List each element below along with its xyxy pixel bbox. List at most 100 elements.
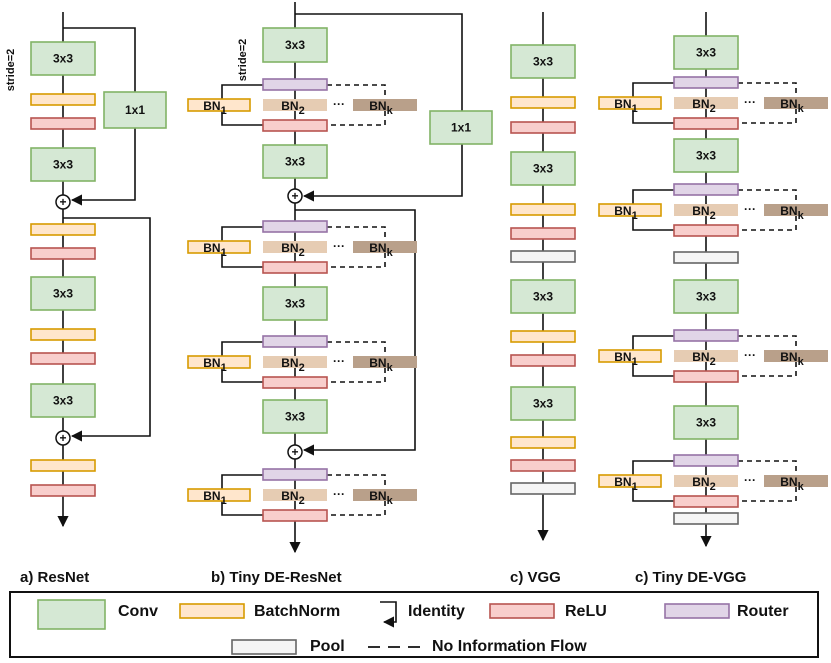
- tiny-resnet-conv-2-label: 3x3: [285, 155, 305, 169]
- tiny-resnet-add-2-sign: +: [291, 445, 298, 459]
- tiny-resnet-group-2-noflow-in: [327, 226, 386, 241]
- tiny-resnet-group-4-bn1-label: BN1: [203, 489, 226, 507]
- legend-relu-swatch: [489, 603, 555, 619]
- tiny-resnet-group-3-bnk-label: BNk: [369, 356, 393, 374]
- tiny-resnet-group-3-route-out: [221, 368, 263, 383]
- resnet-relu-4: [30, 484, 96, 497]
- resnet-bn-3: [30, 328, 96, 341]
- resnet-conv-1-label: 3x3: [53, 52, 73, 66]
- tiny-resnet-group-4-dots: ···: [333, 487, 345, 501]
- vgg-relu-4: [510, 459, 576, 472]
- tiny-resnet-group-2-bnk-label: BNk: [369, 241, 393, 259]
- legend-router-label: Router: [737, 603, 789, 620]
- tiny-resnet-group-2-bn1-label: BN1: [203, 241, 226, 259]
- vgg-bn-4: [510, 436, 576, 449]
- tiny-vgg-group-2-noflow-out: [738, 216, 797, 231]
- tiny-resnet-group-3-relu: [262, 376, 328, 389]
- resnet-add-2-sign: +: [59, 431, 66, 445]
- tiny-vgg-group-3-dots: ···: [744, 348, 756, 362]
- tiny-vgg-group-1-bn1-label: BN1: [614, 97, 637, 115]
- vgg-relu-1: [510, 121, 576, 134]
- tiny-resnet-group-1-dots: ···: [333, 97, 345, 111]
- tiny-vgg-group-1-route-in: [632, 82, 674, 97]
- tiny-vgg-group-1-bn1: [598, 96, 662, 110]
- caption-vgg: c) VGG: [510, 569, 561, 586]
- tiny-resnet-group-1-bnk-label: BNk: [369, 99, 393, 117]
- legend-no-flow-label: No Information Flow: [432, 638, 587, 655]
- tiny-resnet-group-1-bn2: [263, 99, 327, 111]
- tiny-vgg-pool-2: [673, 512, 739, 525]
- caption-tiny-de-resnet: b) Tiny DE-ResNet: [211, 569, 342, 586]
- tiny-resnet-group-1-bnk: [353, 99, 417, 111]
- tiny-vgg-conv-4: [673, 405, 739, 440]
- tiny-vgg-group-3-noflow-out: [738, 362, 797, 377]
- tiny-vgg-group-2-relu: [673, 224, 739, 237]
- tiny-resnet-group-1-bn1-label: BN1: [203, 99, 226, 117]
- tiny-resnet-conv-1-label: 3x3: [285, 38, 305, 52]
- tiny-vgg-group-4-bnk-label: BNk: [780, 475, 804, 493]
- tiny-resnet-group-4-router: [262, 468, 328, 481]
- resnet-relu-2: [30, 247, 96, 260]
- tiny-resnet-conv-4-label: 3x3: [285, 410, 305, 424]
- tiny-resnet-group-4-noflow-out: [327, 501, 386, 516]
- tiny-vgg-group-4-route-out: [632, 487, 674, 502]
- resnet-relu-3: [30, 352, 96, 365]
- tiny-resnet-conv-3-label: 3x3: [285, 297, 305, 311]
- legend-frame: [9, 591, 819, 658]
- tiny-resnet-group-3-bn1: [187, 355, 251, 369]
- tiny-vgg-group-1-bnk-label: BNk: [780, 97, 804, 115]
- vgg-conv-2-label: 3x3: [533, 162, 553, 176]
- resnet-add-1: [55, 194, 71, 210]
- tiny-vgg-group-1-router: [673, 76, 739, 89]
- tiny-resnet-group-3-router: [262, 335, 328, 348]
- tiny-vgg-group-2-bnk: [764, 204, 828, 216]
- tiny-vgg-group-2-bn2: [674, 204, 738, 216]
- tiny-vgg-group-3-route-out: [632, 362, 674, 377]
- tiny-vgg-conv-2: [673, 138, 739, 173]
- tiny-vgg-conv-1: [673, 35, 739, 70]
- resnet-shortcut-out: [70, 128, 136, 206]
- tiny-vgg-conv-3-label: 3x3: [696, 290, 716, 304]
- tiny-vgg-group-3-bn1-label: BN1: [614, 350, 637, 368]
- vgg-conv-2: [510, 151, 576, 186]
- tiny-resnet-group-3-dots: ···: [333, 354, 345, 368]
- resnet-bn-4: [30, 459, 96, 472]
- legend-conv-swatch: [37, 599, 106, 630]
- tiny-resnet-group-1-relu: [262, 119, 328, 132]
- tiny-vgg-conv-2-label: 3x3: [696, 149, 716, 163]
- tiny-vgg-group-4-relu: [673, 495, 739, 508]
- vgg-conv-4: [510, 386, 576, 421]
- resnet-shortcut-conv-label: 1x1: [125, 103, 145, 117]
- tiny-vgg-group-1-relu: [673, 117, 739, 130]
- resnet-shortcut-in: [63, 27, 136, 92]
- resnet-bn-1: [30, 93, 96, 106]
- tiny-vgg-group-2-dots: ···: [744, 202, 756, 216]
- tiny-resnet-group-3-route-in: [221, 341, 263, 356]
- tiny-vgg-group-3-bnk-label: BNk: [780, 350, 804, 368]
- caption-tiny-de-vgg: c) Tiny DE-VGG: [635, 569, 746, 586]
- tiny-resnet-group-1-noflow-out: [327, 111, 386, 126]
- tiny-resnet-shortcut-conv: [429, 110, 493, 145]
- resnet-conv-1: [30, 41, 96, 76]
- resnet-stride-label: stride=2: [5, 49, 17, 92]
- tiny-vgg-conv-1-label: 3x3: [696, 46, 716, 60]
- tiny-vgg-group-2-bn2-label: BN2: [692, 204, 715, 222]
- captions: a) ResNet b) Tiny DE-ResNet c) VGG c) Ti…: [20, 569, 746, 586]
- tiny-vgg-conv-3: [673, 279, 739, 314]
- tiny-resnet-stride-label: stride=2: [237, 39, 249, 82]
- tiny-vgg-group-1-noflow-out: [738, 109, 797, 124]
- tiny-vgg-group-4-noflow-out: [738, 487, 797, 502]
- tiny-resnet-conv-4: [262, 399, 328, 434]
- tiny-resnet-shortcut-conv-label: 1x1: [451, 121, 471, 135]
- tiny-resnet-group-3-noflow-out: [327, 368, 386, 383]
- tiny-resnet-group-4-bn2-label: BN2: [281, 489, 304, 507]
- legend-conv-label: Conv: [118, 603, 158, 620]
- legend-batchnorm-label: BatchNorm: [254, 603, 340, 620]
- tiny-resnet-group-4-bn1: [187, 488, 251, 502]
- tiny-vgg-group-4-noflow-in: [738, 460, 797, 475]
- vgg-bn-3: [510, 330, 576, 343]
- tiny-resnet-group-1-router: [262, 78, 328, 91]
- legend-relu-label: ReLU: [565, 603, 607, 620]
